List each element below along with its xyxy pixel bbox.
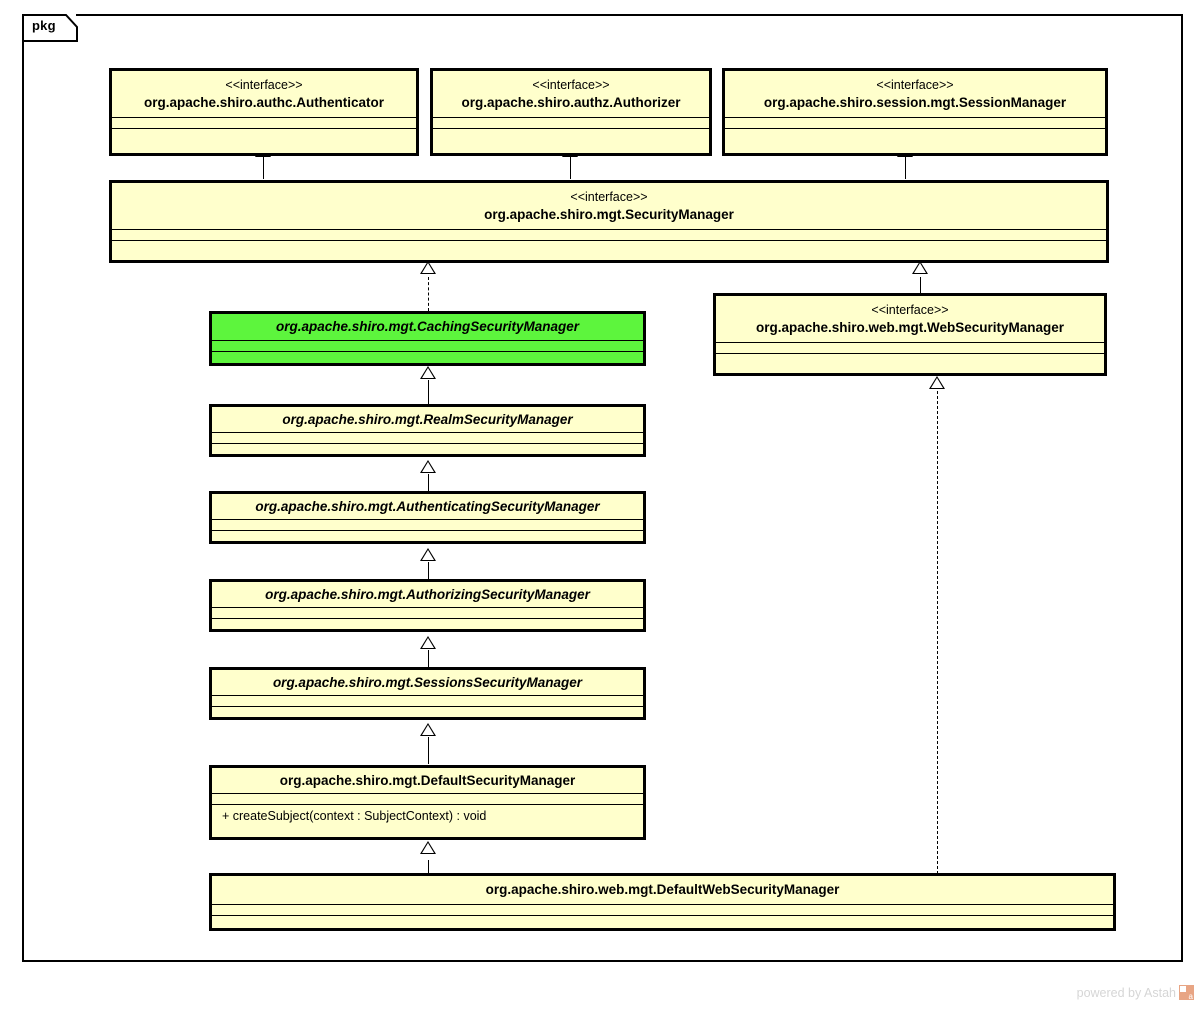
- class-box-caching-security-manager[interactable]: org.apache.shiro.mgt.CachingSecurityMana…: [209, 311, 646, 366]
- generalization-line-authenticating-realm: [428, 474, 429, 501]
- astah-logo-icon: [1179, 985, 1194, 1001]
- class-header: org.apache.shiro.mgt.AuthorizingSecurity…: [212, 582, 643, 607]
- class-stereotype: <<interface>>: [225, 78, 303, 92]
- operations-compartment: [212, 530, 643, 541]
- class-box-session-manager[interactable]: <<interface>> org.apache.shiro.session.m…: [722, 68, 1108, 156]
- class-box-security-manager[interactable]: <<interface>> org.apache.shiro.mgt.Secur…: [109, 180, 1109, 263]
- class-header: org.apache.shiro.web.mgt.DefaultWebSecur…: [212, 876, 1113, 904]
- class-name: org.apache.shiro.mgt.DefaultSecurityMana…: [279, 773, 576, 788]
- class-header: org.apache.shiro.mgt.DefaultSecurityMana…: [212, 768, 643, 793]
- operations-compartment: [212, 618, 643, 629]
- operations-compartment: [212, 351, 643, 362]
- operation-create-subject: + createSubject(context : SubjectContext…: [222, 809, 487, 824]
- generalization-line-securitymanager-authenticator: [263, 155, 264, 179]
- class-name: org.apache.shiro.mgt.SecurityManager: [484, 206, 734, 222]
- attributes-compartment: [112, 229, 1106, 240]
- operations-compartment: [716, 353, 1104, 364]
- package-frame-top-edge: [76, 14, 1183, 16]
- class-name: org.apache.shiro.mgt.AuthorizingSecurity…: [265, 587, 590, 602]
- package-label: pkg: [32, 18, 56, 33]
- class-name: org.apache.shiro.session.mgt.SessionMana…: [763, 94, 1067, 110]
- generalization-line-securitymanager-authorizer: [570, 155, 571, 179]
- class-box-authenticating-security-manager[interactable]: org.apache.shiro.mgt.AuthenticatingSecur…: [209, 491, 646, 544]
- class-stereotype: <<interface>>: [871, 303, 949, 317]
- attributes-compartment: [212, 793, 643, 804]
- generalization-line-default-sessions: [428, 737, 429, 764]
- operations-compartment: [212, 706, 643, 717]
- class-header: org.apache.shiro.mgt.CachingSecurityMana…: [212, 314, 643, 340]
- class-header: <<interface>> org.apache.shiro.authc.Aut…: [112, 71, 416, 117]
- class-box-authenticator[interactable]: <<interface>> org.apache.shiro.authc.Aut…: [109, 68, 419, 156]
- realization-line-caching-securitymanager: [428, 277, 429, 311]
- class-header: org.apache.shiro.mgt.RealmSecurityManage…: [212, 407, 643, 432]
- class-header: <<interface>> org.apache.shiro.authz.Aut…: [433, 71, 709, 117]
- class-name: org.apache.shiro.web.mgt.DefaultWebSecur…: [485, 882, 840, 897]
- class-header: org.apache.shiro.mgt.AuthenticatingSecur…: [212, 494, 643, 519]
- class-header: org.apache.shiro.mgt.SessionsSecurityMan…: [212, 670, 643, 695]
- attributes-compartment: [716, 342, 1104, 353]
- class-box-default-web-security-manager[interactable]: org.apache.shiro.web.mgt.DefaultWebSecur…: [209, 873, 1116, 931]
- class-name: org.apache.shiro.authc.Authenticator: [143, 94, 385, 110]
- class-header: <<interface>> org.apache.shiro.mgt.Secur…: [112, 183, 1106, 229]
- watermark-text: powered by Astah: [1076, 985, 1176, 1000]
- operations-compartment: [212, 915, 1113, 926]
- generalization-line-securitymanager-sessionmanager: [905, 155, 906, 179]
- attributes-compartment: [433, 117, 709, 128]
- astah-watermark: powered by Astah: [1076, 985, 1194, 1001]
- realization-line-defaultweb-websecuritymanager: [937, 391, 938, 874]
- generalization-arrow-defaultsecuritymanager: [420, 841, 436, 854]
- class-stereotype: <<interface>>: [532, 78, 610, 92]
- operations-compartment: [725, 128, 1105, 139]
- class-box-web-security-manager[interactable]: <<interface>> org.apache.shiro.web.mgt.W…: [713, 293, 1107, 376]
- attributes-compartment: [212, 607, 643, 618]
- generalization-arrow-realm: [420, 460, 436, 473]
- generalization-line-realm-caching: [428, 380, 429, 407]
- realization-arrow-websecuritymanager: [929, 376, 945, 389]
- class-name: org.apache.shiro.authz.Authorizer: [461, 94, 681, 110]
- class-name: org.apache.shiro.mgt.AuthenticatingSecur…: [255, 499, 600, 514]
- attributes-compartment: [112, 117, 416, 128]
- class-box-sessions-security-manager[interactable]: org.apache.shiro.mgt.SessionsSecurityMan…: [209, 667, 646, 720]
- class-box-authorizing-security-manager[interactable]: org.apache.shiro.mgt.AuthorizingSecurity…: [209, 579, 646, 632]
- generalization-arrow-authorizing: [420, 636, 436, 649]
- class-header: <<interface>> org.apache.shiro.web.mgt.W…: [716, 296, 1104, 342]
- attributes-compartment: [725, 117, 1105, 128]
- class-name: org.apache.shiro.mgt.CachingSecurityMana…: [275, 319, 580, 334]
- package-tab: [22, 14, 78, 42]
- operations-compartment: [433, 128, 709, 139]
- operations-compartment: [112, 240, 1106, 251]
- class-box-realm-security-manager[interactable]: org.apache.shiro.mgt.RealmSecurityManage…: [209, 404, 646, 457]
- class-name: org.apache.shiro.web.mgt.WebSecurityMana…: [755, 319, 1065, 335]
- generalization-arrow-caching: [420, 366, 436, 379]
- class-box-authorizer[interactable]: <<interface>> org.apache.shiro.authz.Aut…: [430, 68, 712, 156]
- generalization-arrow-sessions: [420, 723, 436, 736]
- attributes-compartment: [212, 432, 643, 443]
- class-box-default-security-manager[interactable]: org.apache.shiro.mgt.DefaultSecurityMana…: [209, 765, 646, 840]
- generalization-line-sessions-authorizing: [428, 650, 429, 677]
- class-name: org.apache.shiro.mgt.SessionsSecurityMan…: [272, 675, 583, 690]
- class-header: <<interface>> org.apache.shiro.session.m…: [725, 71, 1105, 117]
- generalization-line-defaultweb-default: [428, 860, 429, 874]
- operations-compartment: + createSubject(context : SubjectContext…: [212, 804, 643, 828]
- generalization-line-authorizing-authenticating: [428, 562, 429, 589]
- realization-arrow-securitymanager: [420, 261, 436, 274]
- attributes-compartment: [212, 519, 643, 530]
- class-stereotype: <<interface>>: [570, 190, 648, 204]
- class-stereotype: <<interface>>: [876, 78, 954, 92]
- operations-compartment: [212, 443, 643, 454]
- generalization-arrow-authenticating: [420, 548, 436, 561]
- operations-compartment: [112, 128, 416, 139]
- generalization-arrow-securitymanager-web: [912, 261, 928, 274]
- attributes-compartment: [212, 340, 643, 351]
- attributes-compartment: [212, 695, 643, 706]
- package-frame: [22, 14, 1183, 962]
- class-name: org.apache.shiro.mgt.RealmSecurityManage…: [282, 412, 573, 427]
- attributes-compartment: [212, 904, 1113, 915]
